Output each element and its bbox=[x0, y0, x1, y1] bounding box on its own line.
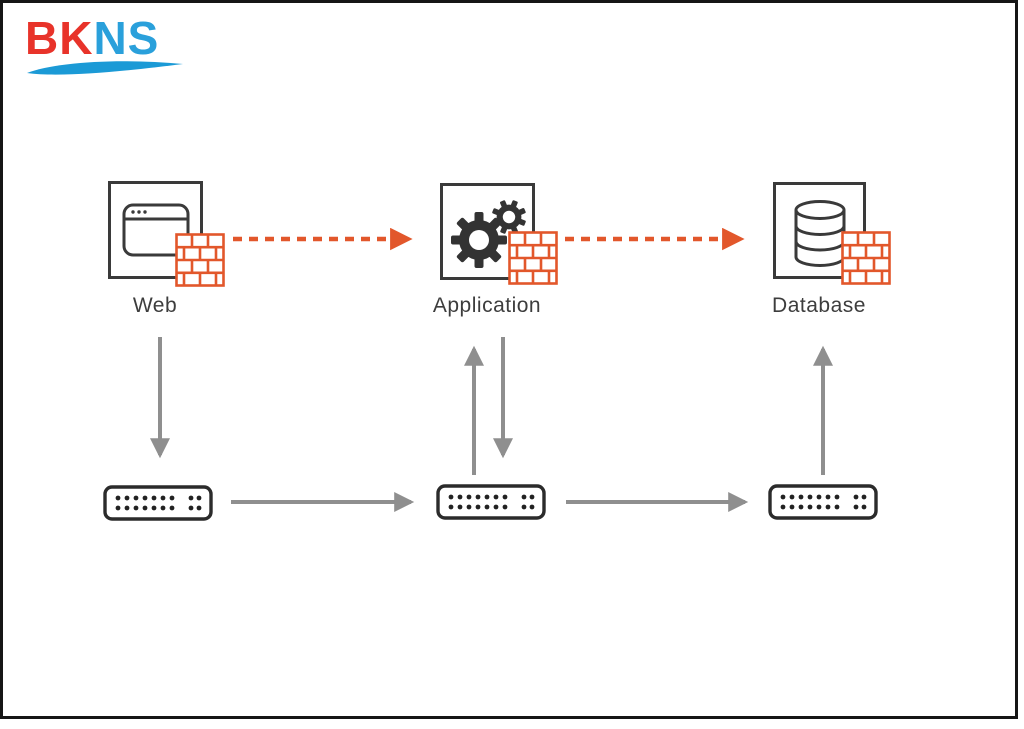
tier-label-application: Application bbox=[432, 294, 542, 317]
firewall-icon bbox=[841, 231, 891, 285]
tier-label-database: Database bbox=[772, 294, 866, 317]
tier-label-web: Web bbox=[132, 294, 178, 317]
arrows-overlay bbox=[150, 227, 833, 512]
logo-part-blue: NS bbox=[93, 12, 160, 64]
tier-database: Database bbox=[772, 182, 891, 317]
logo-part-red: BK bbox=[25, 12, 94, 64]
browser-window-icon bbox=[122, 203, 190, 257]
firewall-icon bbox=[508, 231, 558, 285]
logo-text: BKNS bbox=[25, 15, 185, 61]
logo-swoosh bbox=[27, 61, 183, 75]
bkns-logo: BKNS bbox=[25, 15, 185, 77]
tier-application: Application bbox=[433, 183, 558, 317]
firewall-icon bbox=[175, 233, 225, 287]
tier-web: Web bbox=[108, 181, 225, 317]
switch-icon bbox=[103, 485, 213, 521]
gears-icon bbox=[451, 200, 526, 268]
switch-icon bbox=[768, 484, 878, 520]
switch-icon bbox=[436, 484, 546, 520]
